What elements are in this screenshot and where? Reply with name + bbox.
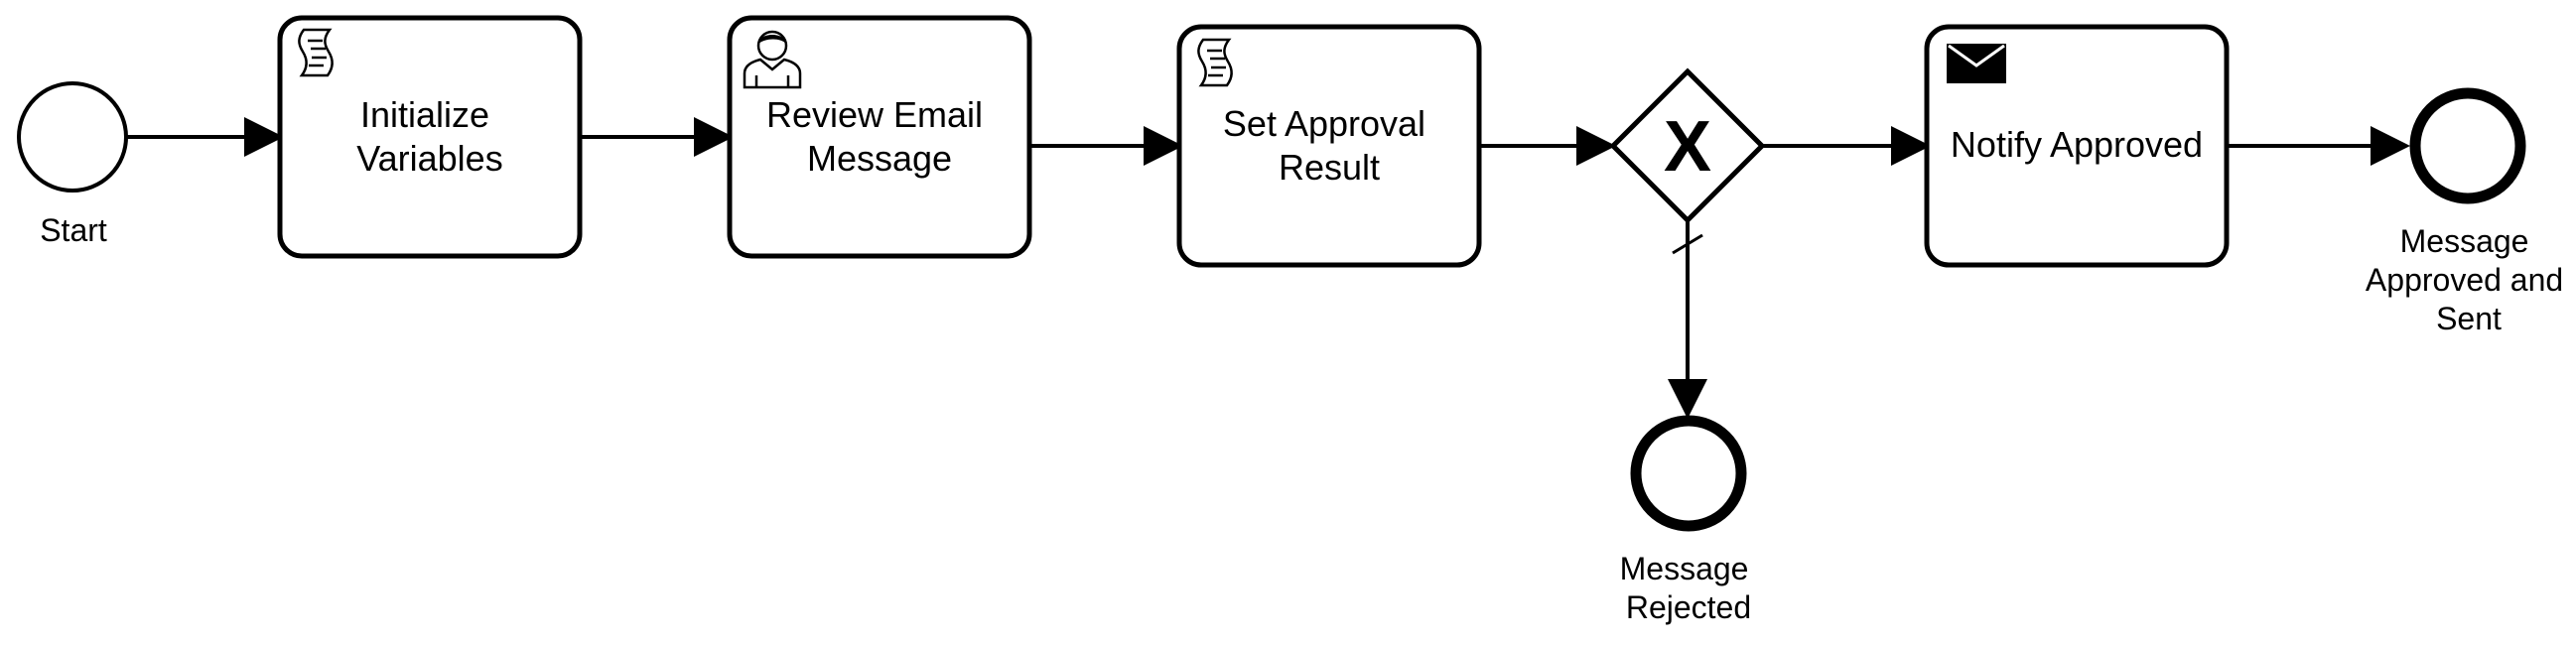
end-approved-label-line-3: Sent — [2436, 301, 2502, 336]
script-icon — [1197, 38, 1233, 87]
end-event-rejected[interactable] — [1630, 415, 1747, 532]
default-flow-marker — [1672, 233, 1703, 255]
end-approved-label-line-2: Approved and — [2366, 262, 2563, 298]
user-icon — [743, 30, 802, 89]
task-initialize-label-line-2: Variables — [356, 138, 502, 179]
gateway-x-marker: X — [1664, 107, 1711, 187]
send-envelope-icon — [1947, 44, 2006, 83]
task-notify-approved[interactable]: Notify Approved — [1924, 24, 2230, 268]
end-approved-label-line-1: Message — [2400, 223, 2529, 259]
task-set-approval-label-line-1: Set Approval — [1223, 103, 1425, 144]
svg-text:Message Approved and S: Message Approved and Sent — [2366, 223, 2572, 336]
svg-text:Set Approval Result: Set Approval Result — [1223, 103, 1435, 188]
flow-gateway-to-end-rejected[interactable] — [1668, 220, 1707, 419]
task-notify-label-line-1: Notify Approved — [1951, 124, 2203, 165]
task-review-label-line-2: Message — [807, 138, 952, 179]
exclusive-gateway[interactable]: X — [1609, 67, 1766, 224]
svg-text:Initialize Variables: Initialize Variables — [356, 94, 502, 179]
start-event[interactable] — [17, 81, 128, 193]
start-event-label: Start — [40, 212, 107, 248]
task-initialize-label-line-1: Initialize — [360, 94, 489, 135]
script-icon — [298, 28, 334, 77]
task-set-approval-result[interactable]: Set Approval Result — [1176, 24, 1482, 268]
task-review-label-line-1: Review Email — [766, 94, 983, 135]
svg-text:Notify Approved: Notify Approved — [1951, 124, 2203, 165]
svg-text:Message Rejected: Message Rejected — [1620, 551, 1758, 625]
end-event-approved[interactable] — [2409, 87, 2526, 204]
end-rejected-label-line-2: Rejected — [1626, 589, 1751, 625]
task-set-approval-label-line-2: Result — [1279, 147, 1380, 188]
end-rejected-label-line-1: Message — [1620, 551, 1749, 586]
task-review-email-message[interactable]: Review Email Message — [727, 15, 1032, 259]
task-initialize-variables[interactable]: Initialize Variables — [277, 15, 583, 259]
svg-text:Review Email Message: Review Email Message — [766, 94, 993, 179]
